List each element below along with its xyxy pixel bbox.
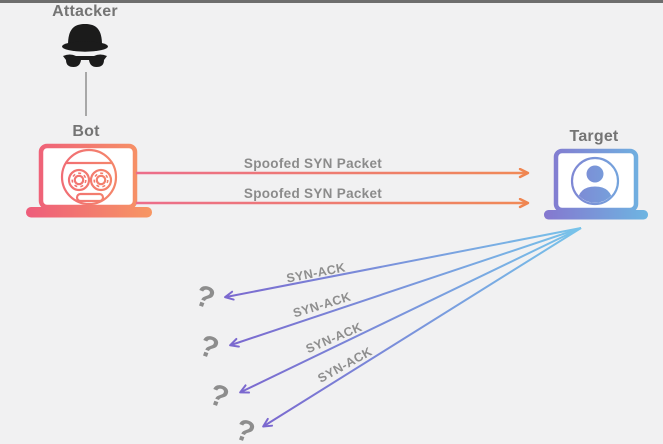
attacker-label: Attacker (52, 3, 118, 20)
syn-ack-label: SYN-ACK (285, 260, 346, 285)
robot-face-icon (60, 148, 118, 206)
syn-ack-arrow (239, 227, 582, 394)
question-mark: ? (205, 378, 234, 415)
question-mark: ? (191, 279, 220, 316)
syn-ack-arrow (229, 227, 582, 348)
syn-ack-label: SYN-ACK (315, 344, 374, 385)
spoofed-syn-packet-label: Spoofed SYN Packet (244, 156, 382, 171)
bot-label: Bot (72, 123, 100, 140)
question-mark: ? (195, 329, 224, 366)
syn-ack-label: SYN-ACK (291, 290, 352, 321)
spoofed-syn-packet-label: Spoofed SYN Packet (244, 186, 382, 201)
user-laptop-icon (544, 148, 648, 220)
target-label: Target (570, 128, 619, 145)
syn-ack-arrow (224, 227, 582, 301)
person-icon (570, 156, 620, 206)
syn-ack-arrow (262, 227, 582, 428)
spy-hat-mask-icon (62, 24, 108, 67)
question-mark: ? (231, 413, 260, 444)
top-border (0, 0, 663, 3)
bot-laptop-icon (26, 143, 152, 218)
